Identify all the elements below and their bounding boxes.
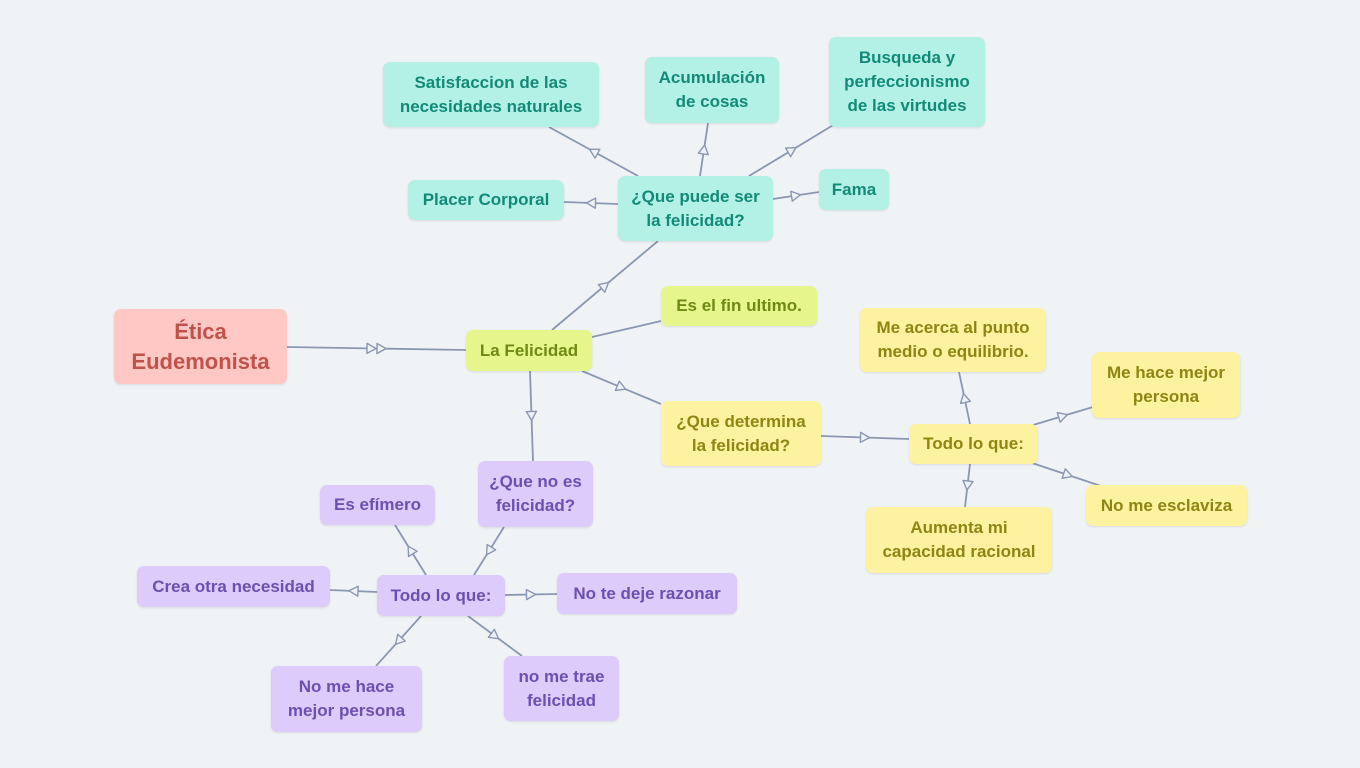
que-determina-node[interactable]: ¿Que determina la felicidad? — [661, 401, 821, 466]
satisfaccion-node[interactable]: Satisfaccion de las necesidades naturale… — [383, 62, 599, 127]
edge-central-fin — [591, 320, 662, 338]
esclaviza-node[interactable]: No me esclaviza — [1086, 485, 1247, 526]
edge-todo-esclaviza-arrow-icon — [1061, 468, 1073, 480]
busqueda-node[interactable]: Busqueda y perfeccionismo de las virtude… — [829, 37, 985, 127]
edge-todo-notrae-arrow-icon — [487, 628, 500, 640]
edge-quepuede-satisfaccion-arrow-icon — [588, 148, 601, 159]
edge-central-noes-arrow-icon — [525, 410, 538, 422]
edge-todo-razonar-arrow-icon — [525, 588, 537, 601]
edge-todo-efimero-arrow-icon — [407, 545, 418, 558]
edge-noes-todo-arrow-icon — [485, 543, 497, 556]
todo-lo-que-no-es-node[interactable]: Todo lo que: — [377, 575, 505, 616]
no-razonar-node[interactable]: No te deje razonar — [557, 573, 737, 614]
root-node[interactable]: Ética Eudemonista — [114, 309, 287, 384]
edge-todo-mejor-arrow-icon — [1056, 411, 1069, 423]
edge-central-determina-arrow-icon — [614, 380, 627, 392]
edge-quepuede-acumulacion-arrow-icon — [697, 144, 709, 156]
edge-todo-necesidad-arrow-icon — [348, 585, 359, 597]
mejor-persona-node[interactable]: Me hace mejor persona — [1092, 352, 1240, 418]
edge-quepuede-fama-arrow-icon — [790, 190, 802, 202]
todo-lo-que-determina-node[interactable]: Todo lo que: — [909, 424, 1038, 464]
crea-necesidad-node[interactable]: Crea otra necesidad — [137, 566, 330, 607]
acerca-node[interactable]: Me acerca al punto medio o equilibrio. — [860, 308, 1046, 372]
edge-todo-acerca-arrow-icon — [959, 392, 972, 405]
que-puede-node[interactable]: ¿Que puede ser la felicidad? — [618, 176, 773, 241]
edge-quepuede-placer-arrow-icon — [585, 197, 597, 209]
edge-root-central-arrow-icon — [376, 342, 387, 355]
acumulacion-node[interactable]: Acumulación de cosas — [645, 57, 779, 123]
no-mejor-persona-node[interactable]: No me hace mejor persona — [271, 666, 422, 732]
placer-node[interactable]: Placer Corporal — [408, 180, 564, 220]
edge-todo-racional-arrow-icon — [962, 479, 974, 491]
efimero-node[interactable]: Es efímero — [320, 485, 435, 525]
fin-node[interactable]: Es el fin ultimo. — [661, 286, 817, 326]
edge-quepuede-busqueda-arrow-icon — [784, 146, 797, 158]
edge-determina-todo-arrow-icon — [859, 431, 871, 444]
edge-root-central-arrow-icon — [366, 342, 377, 355]
edge-todo-nomejor-arrow-icon — [394, 633, 406, 646]
fama-node[interactable]: Fama — [819, 169, 889, 210]
que-no-es-node[interactable]: ¿Que no es felicidad? — [478, 461, 593, 527]
racional-node[interactable]: Aumenta mi capacidad racional — [866, 507, 1052, 573]
central-node[interactable]: La Felicidad — [466, 330, 592, 371]
edge-central-quepuede-arrow-icon — [597, 281, 610, 293]
no-trae-felicidad-node[interactable]: no me trae felicidad — [504, 656, 619, 721]
